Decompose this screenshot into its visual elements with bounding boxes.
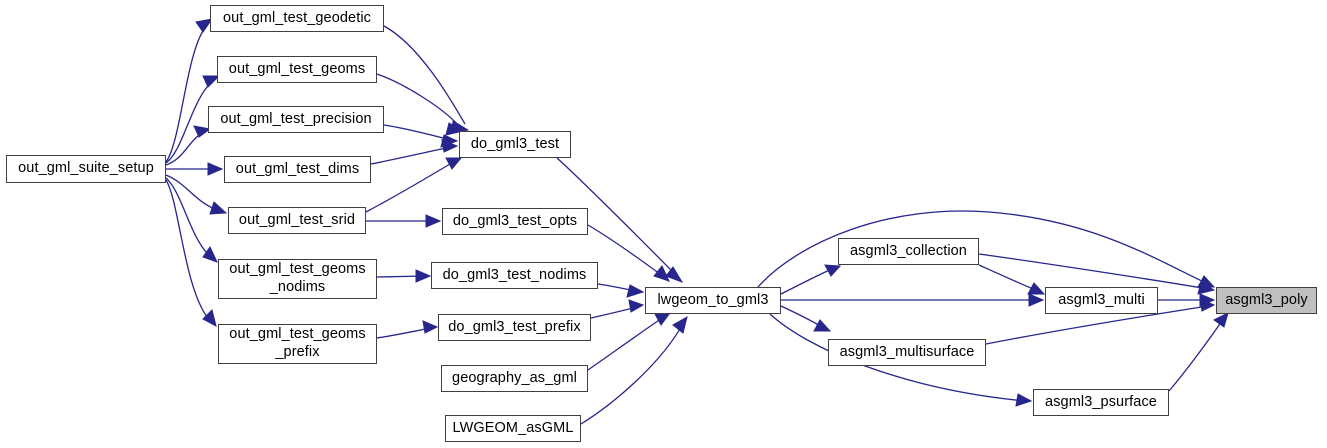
graph-node-label: out_gml_test_srid (238, 211, 356, 228)
edge-out_gml_suite_setup-to-out_gml_test_geoms_prefix (165, 179, 217, 327)
graph-node-label: out_gml_test_geoms _nodims (229, 261, 366, 295)
graph-node-label: out_gml_test_geoms (228, 60, 366, 77)
arrow-head (1199, 298, 1216, 312)
edge-out_gml_test_geoms_nodims-to-do_gml3_test_nodims (376, 269, 432, 283)
graph-node-out_gml_test_dims[interactable]: out_gml_test_dims (224, 156, 371, 183)
graph-node-label: geography_as_gml (452, 369, 577, 386)
arrow-head (626, 284, 645, 298)
graph-node-label: out_gml_test_dims (235, 160, 360, 177)
edge-do_gml3_test_prefix-to-lwgeom_to_gml3 (590, 299, 645, 319)
graph-node-out_gml_test_srid[interactable]: out_gml_test_srid (228, 207, 366, 234)
arrow-head (1213, 312, 1229, 328)
edge-lwgeom_to_gml3-to-asgml3_poly (757, 210, 1216, 288)
graph-node-out_gml_test_geoms[interactable]: out_gml_test_geoms (217, 56, 377, 83)
edge-out_gml_test_srid-to-do_gml3_test (365, 157, 463, 213)
arrow-head (209, 201, 228, 215)
edge-lwgeom_to_gml3-to-asgml3_collection (780, 264, 842, 295)
arrow-head (654, 312, 672, 326)
graph-node-LWGEOM_asGML[interactable]: LWGEOM_asGML (445, 415, 581, 442)
arrow-head (425, 214, 442, 228)
edge-lwgeom_to_gml3-to-asgml3_multi (781, 293, 1045, 307)
graph-node-label: asgml3_psurface (1045, 393, 1157, 410)
arrow-head (202, 246, 218, 263)
edge-asgml3_collection-to-asgml3_multi (978, 264, 1046, 295)
edge-out_gml_suite_setup-to-out_gml_test_geoms_nodims (165, 177, 218, 263)
arrow-head (422, 320, 439, 334)
arrow-head (665, 266, 684, 283)
edge-geography_as_gml-to-lwgeom_to_gml3 (587, 312, 672, 371)
arrow-head (653, 265, 670, 282)
graph-node-label: out_gml_suite_setup (18, 160, 154, 177)
arrow-head (824, 264, 842, 277)
arrow-head (1197, 281, 1216, 295)
graph-node-do_gml3_test_opts[interactable]: do_gml3_test_opts (442, 208, 588, 235)
graph-node-label: do_gml3_test (470, 135, 560, 152)
arrow-head (415, 269, 432, 283)
arrow-head (1027, 282, 1046, 295)
edge-out_gml_test_srid-to-do_gml3_test_opts (366, 214, 442, 228)
graph-node-asgml3_psurface[interactable]: asgml3_psurface (1033, 389, 1169, 416)
graph-node-label: out_gml_test_geoms _prefix (229, 326, 366, 360)
graph-node-do_gml3_test_nodims[interactable]: do_gml3_test_nodims (431, 262, 598, 289)
edge-asgml3_psurface-to-asgml3_poly (1168, 312, 1229, 392)
arrow-head (1015, 393, 1033, 407)
graph-node-out_gml_suite_setup[interactable]: out_gml_suite_setup (6, 155, 166, 183)
graph-node-label: do_gml3_test_prefix (448, 318, 581, 335)
arrow-head (207, 162, 224, 176)
arrow-head (440, 134, 459, 148)
edge-out_gml_suite_setup-to-out_gml_test_dims (166, 162, 224, 176)
edge-do_gml3_test_nodims-to-lwgeom_to_gml3 (597, 283, 645, 298)
arrow-head (441, 139, 459, 153)
arrow-head (1197, 275, 1216, 288)
edge-out_gml_test_geoms_prefix-to-do_gml3_test_prefix (376, 320, 439, 339)
edge-do_gml3_test_opts-to-lwgeom_to_gml3 (587, 224, 670, 282)
edge-out_gml_suite_setup-to-out_gml_test_precision (165, 125, 212, 166)
graph-node-label: asgml3_collection (850, 242, 967, 259)
graph-node-asgml3_multi[interactable]: asgml3_multi (1045, 287, 1158, 314)
graph-node-asgml3_poly[interactable]: asgml3_poly (1216, 287, 1317, 314)
graph-node-out_gml_test_geodetic[interactable]: out_gml_test_geodetic (210, 5, 384, 32)
arrow-head (813, 319, 832, 332)
edge-out_gml_test_geodetic-to-do_gml3_test (383, 25, 470, 134)
edge-lwgeom_to_gml3-to-asgml3_multisurface (780, 305, 832, 332)
graph-node-label: asgml3_multisurface (839, 343, 975, 360)
graph-node-label: asgml3_multi (1058, 291, 1145, 308)
graph-node-out_gml_test_precision[interactable]: out_gml_test_precision (208, 106, 384, 133)
graph-node-asgml3_multisurface[interactable]: asgml3_multisurface (828, 339, 986, 366)
arrow-head (1199, 293, 1216, 307)
arrow-head (628, 299, 645, 313)
graph-node-lwgeom_to_gml3[interactable]: lwgeom_to_gml3 (645, 287, 781, 314)
graph-node-label: lwgeom_to_gml3 (657, 291, 769, 308)
arrow-head (672, 315, 688, 334)
edge-out_gml_suite_setup-to-out_gml_test_geodetic (165, 18, 214, 163)
graph-node-label: out_gml_test_geodetic (222, 9, 371, 26)
arrow-head (202, 309, 217, 327)
graph-node-geography_as_gml[interactable]: geography_as_gml (441, 365, 588, 392)
arrow-head (445, 157, 463, 170)
edge-out_gml_test_precision-to-do_gml3_test (383, 124, 459, 148)
graph-node-out_gml_test_geoms_prefix[interactable]: out_gml_test_geoms _prefix (218, 324, 377, 364)
graph-node-label: out_gml_test_precision (220, 110, 372, 127)
edge-asgml3_multi-to-asgml3_poly (1158, 293, 1216, 307)
graph-node-label: do_gml3_test_opts (452, 212, 578, 229)
graph-node-do_gml3_test[interactable]: do_gml3_test (459, 131, 571, 158)
arrow-head (1028, 293, 1045, 307)
edge-out_gml_test_geoms-to-do_gml3_test (376, 73, 465, 136)
edge-LWGEOM_asGML-to-lwgeom_to_gml3 (580, 315, 688, 425)
edge-out_gml_suite_setup-to-out_gml_test_srid (165, 174, 228, 215)
graph-node-out_gml_test_geoms_nodims[interactable]: out_gml_test_geoms _nodims (218, 259, 377, 299)
graph-node-label: LWGEOM_asGML (452, 419, 574, 436)
edge-out_gml_test_dims-to-do_gml3_test (370, 139, 459, 165)
graph-node-asgml3_collection[interactable]: asgml3_collection (838, 238, 979, 265)
graph-node-label: do_gml3_test_nodims (442, 266, 587, 283)
graph-node-do_gml3_test_prefix[interactable]: do_gml3_test_prefix (438, 314, 591, 341)
graph-node-label: asgml3_poly (1225, 291, 1308, 308)
